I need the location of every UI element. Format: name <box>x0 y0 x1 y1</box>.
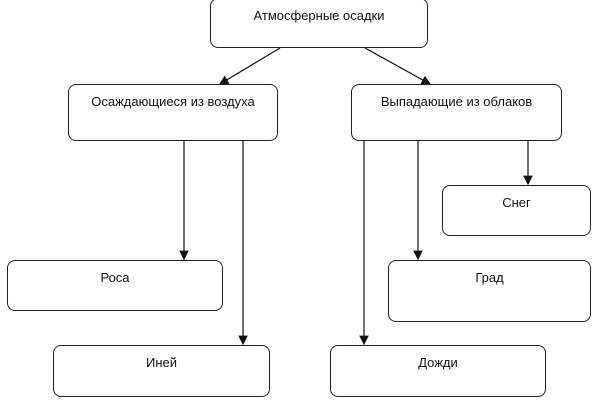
node-snow: Снег <box>442 185 591 236</box>
node-label: Иней <box>145 355 177 370</box>
node-air: Осаждающиеся из воздуха <box>68 84 278 141</box>
node-root: Атмосферные осадки <box>210 0 428 48</box>
node-label: Дожди <box>418 355 458 370</box>
node-label: Снег <box>502 195 531 210</box>
node-label: Выпадающие из облаков <box>380 94 533 109</box>
node-hail: Град <box>388 260 591 322</box>
node-frost: Иней <box>53 345 270 397</box>
node-dew: Роса <box>7 260 223 311</box>
node-rain: Дожди <box>330 345 546 397</box>
node-label: Град <box>475 270 504 285</box>
node-label: Роса <box>100 270 130 285</box>
arrow-root-clouds <box>364 47 432 85</box>
node-label: Осаждающиеся из воздуха <box>91 94 255 109</box>
arrow-root-air <box>218 47 281 85</box>
node-label: Атмосферные осадки <box>253 8 385 23</box>
node-clouds: Выпадающие из облаков <box>351 84 562 141</box>
